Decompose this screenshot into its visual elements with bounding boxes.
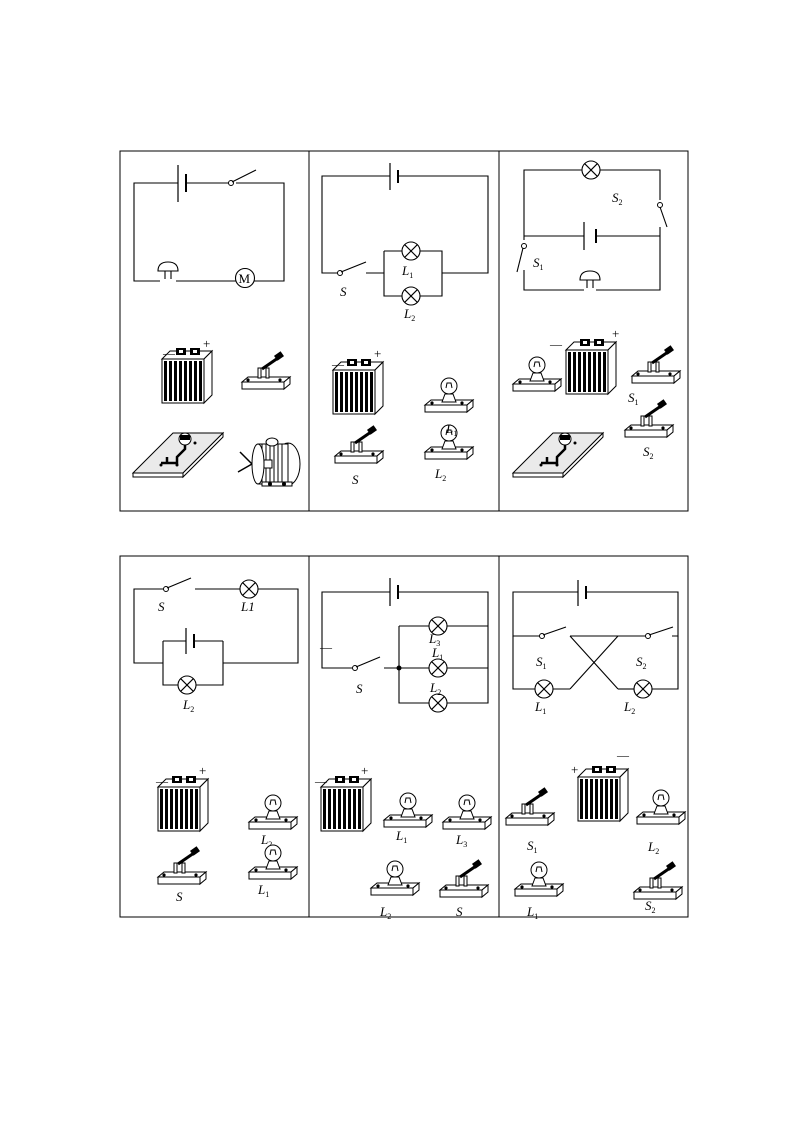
svg-text:S1: S1 (628, 390, 639, 407)
lamp-picture (424, 377, 474, 413)
svg-text:S2: S2 (643, 444, 654, 461)
panel-4-circuit: S L1 L2 (133, 577, 299, 714)
panel-3-circuit: S2 S1 (516, 160, 668, 291)
panel-6-objects: — + S1 L2 L1 S2 (504, 748, 686, 921)
svg-text:—: — (162, 346, 176, 360)
battery-picture (577, 765, 629, 822)
svg-text:S: S (352, 472, 359, 487)
lamp-L2-picture (370, 860, 420, 896)
svg-text:+: + (612, 326, 619, 341)
motor-label: M (239, 271, 251, 286)
panel-5-objects: — + L1 L3 L2 S (314, 763, 492, 921)
battery-picture (320, 775, 372, 832)
lamp-L1-symbol (239, 579, 259, 599)
svg-text:L2: L2 (379, 904, 391, 921)
switch-picture (438, 857, 490, 899)
svg-text:S1: S1 (527, 838, 538, 855)
buzzer-symbol (579, 270, 601, 289)
switch-S1-picture (504, 785, 556, 827)
svg-text:S2: S2 (636, 654, 647, 671)
svg-text:—: — (549, 337, 563, 351)
label-L2: L2 (403, 306, 415, 323)
svg-text:L2: L2 (260, 832, 272, 849)
lamp-L1-symbol (428, 658, 448, 678)
svg-text:L2: L2 (647, 839, 659, 856)
motor-picture (237, 437, 301, 487)
switch-S1-picture (630, 343, 682, 385)
label-S: S (340, 284, 347, 299)
svg-text:+: + (361, 763, 368, 778)
svg-text:L1: L1 (431, 645, 443, 662)
svg-text:L3: L3 (428, 631, 440, 648)
lamp-L1-symbol (534, 679, 554, 699)
svg-text:S: S (456, 904, 463, 919)
svg-text:S: S (158, 599, 165, 614)
svg-text:—: — (155, 774, 169, 788)
svg-text:L2: L2 (429, 680, 441, 697)
svg-text:S1: S1 (533, 255, 544, 272)
lamp-symbol (581, 160, 601, 180)
svg-text:L2: L2 (623, 699, 635, 716)
svg-text:+: + (571, 762, 578, 777)
switch-picture (156, 844, 208, 886)
motor-symbol (234, 267, 256, 289)
bottom-table-frame (119, 555, 689, 918)
buzzer-picture (131, 431, 225, 479)
svg-text:L1: L1 (526, 904, 538, 921)
buzzer-picture (511, 431, 605, 479)
svg-text:S: S (176, 889, 183, 904)
svg-text:S1: S1 (536, 654, 547, 671)
panel-3-objects: — + S1 S2 (511, 326, 682, 479)
svg-text:—: — (314, 774, 328, 788)
lamp-L2-symbol (633, 679, 653, 699)
svg-text:L2: L2 (182, 697, 194, 714)
svg-text:+: + (374, 346, 381, 361)
buzzer-symbol (157, 261, 179, 280)
lamp-L1-picture (248, 844, 298, 880)
lamp-L1-symbol (401, 241, 421, 261)
switch-picture (333, 423, 385, 465)
lamp-picture (512, 356, 562, 392)
svg-text:L1: L1 (534, 699, 546, 716)
top-table-frame (119, 150, 689, 512)
lamp-L3-picture (442, 794, 492, 830)
panel-1-objects: — + (131, 336, 301, 487)
lamp-L2-symbol (401, 286, 421, 306)
panel-2-circuit: L1 L2 S (321, 163, 489, 323)
svg-text:+: + (203, 336, 210, 351)
svg-text:L1: L1 (240, 599, 255, 614)
lamp-L2-picture (248, 794, 298, 830)
panel-4-objects: — + L2 L1 S (155, 763, 298, 904)
panel-6-circuit: S1 S2 L1 L2 (512, 580, 679, 716)
svg-text:L1: L1 (257, 882, 269, 899)
panel-1-circuit: M (133, 165, 285, 289)
svg-text:S: S (356, 681, 363, 696)
lamp-L1-picture (383, 792, 433, 828)
svg-text:—: — (319, 640, 333, 654)
svg-text:S2: S2 (612, 190, 623, 207)
lamp-L2-picture (636, 789, 686, 825)
svg-text:+: + (199, 763, 206, 778)
lamp-L1-picture (514, 861, 564, 897)
svg-text:—: — (616, 748, 630, 762)
svg-text:—: — (331, 357, 345, 371)
lamp-L2-symbol (177, 675, 197, 695)
panel-2-objects: — + L1 L2 S (331, 346, 474, 487)
battery-picture (565, 338, 617, 395)
svg-text:L1: L1 (395, 828, 407, 845)
svg-text:L1: L1 (445, 421, 457, 438)
svg-text:L2: L2 (434, 466, 446, 483)
svg-text:L3: L3 (455, 832, 467, 849)
switch-picture (240, 349, 292, 391)
panel-5-circuit: — L3 L1 L2 S (319, 578, 489, 713)
label-L1: L1 (401, 263, 413, 280)
switch-S2-picture (632, 859, 684, 901)
svg-text:S2: S2 (645, 898, 656, 915)
